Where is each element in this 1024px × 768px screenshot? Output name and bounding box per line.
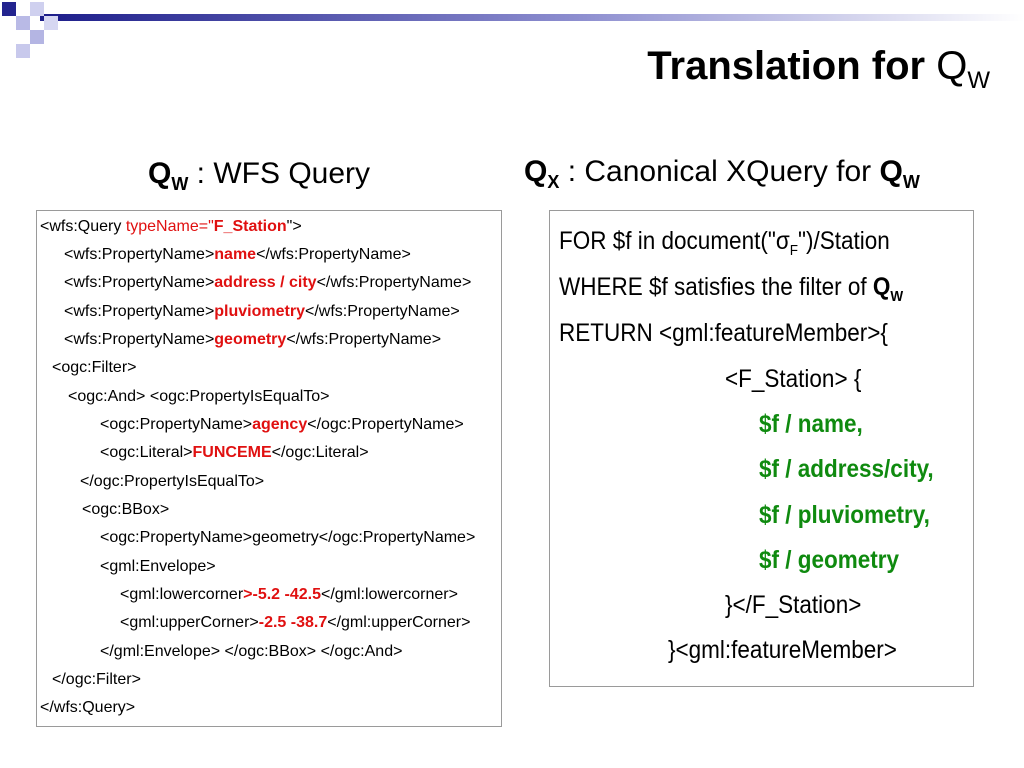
xquery-line: }</F_Station>: [725, 591, 862, 619]
code-line: <gml:Envelope>: [100, 558, 216, 575]
code-line: <wfs:PropertyName>name</wfs:PropertyName…: [64, 246, 411, 263]
deco-square: [30, 30, 44, 44]
code-line: <ogc:PropertyName>agency</ogc:PropertyNa…: [100, 416, 464, 433]
code-line: </wfs:Query>: [40, 699, 136, 716]
xquery-line: FOR $f in document("σF")/Station: [559, 227, 890, 259]
code-line: <ogc:PropertyName>geometry</ogc:Property…: [100, 529, 476, 546]
code-line: <wfs:PropertyName>address / city</wfs:Pr…: [64, 274, 472, 291]
deco-square: [16, 16, 30, 30]
code-line: <ogc:BBox>: [82, 501, 170, 518]
xquery-line: $f / name,: [759, 410, 863, 438]
header-gradient-bar: [40, 14, 1024, 21]
code-line: <wfs:PropertyName>pluviometry</wfs:Prope…: [64, 303, 460, 320]
code-line: <gml:upperCorner>-2.5 -38.7</gml:upperCo…: [120, 614, 471, 631]
xquery-line: $f / address/city,: [759, 455, 934, 483]
right-heading: QX : Canonical XQuery for QW: [524, 155, 920, 192]
code-line: <wfs:PropertyName>geometry</wfs:Property…: [64, 331, 442, 348]
xquery-box: FOR $f in document("σF")/Station WHERE $…: [549, 210, 974, 687]
xquery-line: <F_Station> {: [725, 365, 862, 393]
deco-square: [44, 16, 58, 30]
code-line: </ogc:PropertyIsEqualTo>: [80, 473, 265, 490]
xquery-line: RETURN <gml:featureMember>{: [559, 319, 888, 347]
header-decoration: [2, 2, 1024, 58]
wfs-query-box: <wfs:Query typeName="F_Station"> <wfs:Pr…: [36, 210, 502, 727]
deco-square: [30, 2, 44, 16]
code-line: <ogc:Literal>FUNCEME</ogc:Literal>: [100, 444, 369, 461]
code-line: <ogc:And> <ogc:PropertyIsEqualTo>: [68, 388, 330, 405]
code-line: <ogc:Filter>: [52, 359, 137, 376]
left-heading: QW : WFS Query: [148, 157, 371, 194]
deco-square: [16, 44, 30, 58]
code-line: <wfs:Query typeName="F_Station">: [40, 218, 302, 235]
deco-square: [2, 2, 16, 16]
xquery-line: $f / pluviometry,: [759, 501, 930, 529]
code-line: </gml:Envelope> </ogc:BBox> </ogc:And>: [100, 643, 403, 660]
xquery-line: $f / geometry: [759, 546, 900, 574]
code-line: <gml:lowercorner>-5.2 -42.5</gml:lowerco…: [120, 586, 458, 603]
xquery-line: WHERE $f satisfies the filter of QW: [559, 273, 904, 305]
code-line: </ogc:Filter>: [52, 671, 141, 688]
slide-title: Translation for QW: [647, 44, 990, 94]
xquery-line: }<gml:featureMember>: [668, 636, 897, 664]
